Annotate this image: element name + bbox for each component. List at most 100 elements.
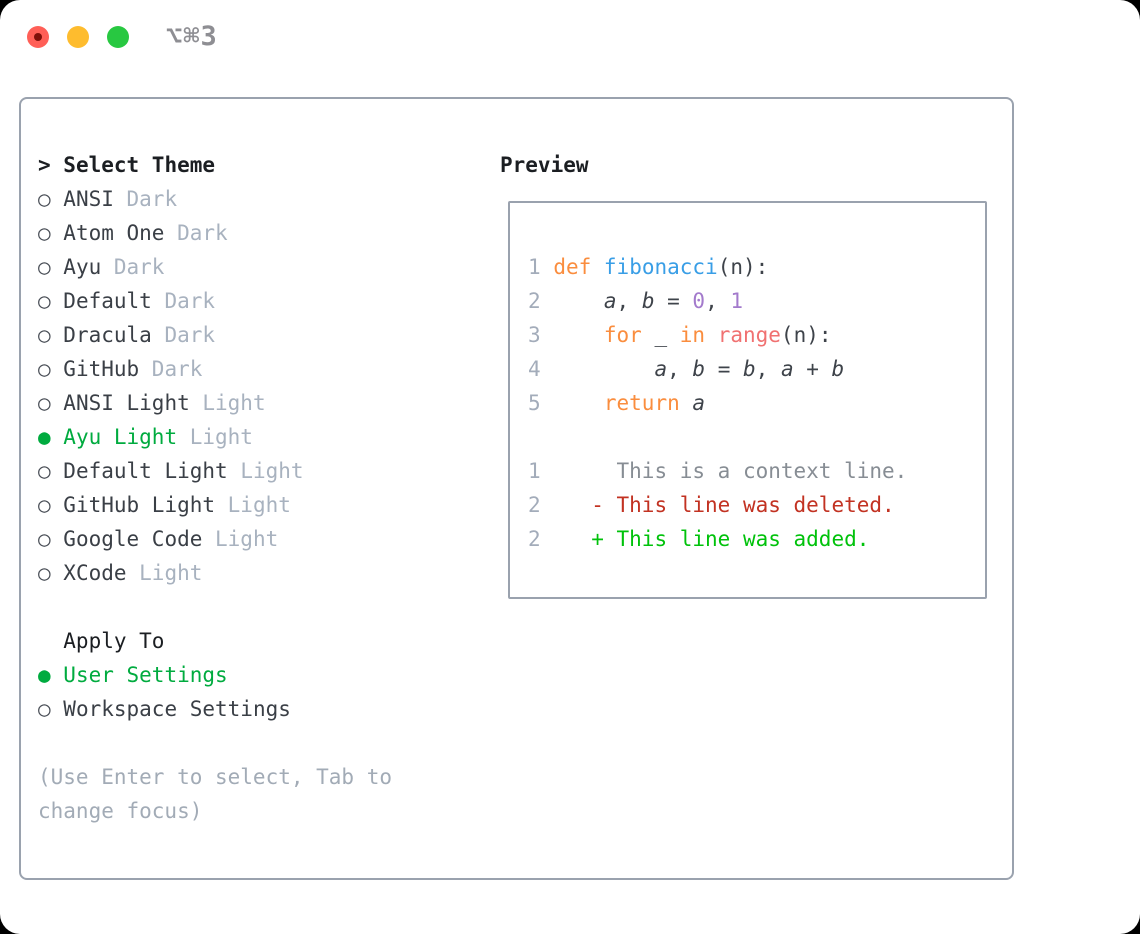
theme-option-ansi[interactable]: ○ ANSI Dark — [38, 182, 392, 216]
code-token: , — [667, 357, 693, 381]
code-token: range — [717, 323, 781, 347]
radio-icon: ○ — [38, 357, 64, 381]
radio-icon: ○ — [38, 391, 64, 415]
prompt-icon: > — [38, 153, 64, 177]
code-token: 4 — [528, 357, 541, 381]
radio-icon: ○ — [38, 255, 64, 279]
theme-name: Default — [63, 289, 152, 313]
apply-option-label: User Settings — [63, 663, 228, 687]
theme-option-ayu[interactable]: ○ Ayu Dark — [38, 250, 392, 284]
theme-variant: Dark — [101, 255, 165, 279]
theme-variant: Dark — [151, 323, 216, 347]
code-token: = — [705, 357, 743, 381]
theme-option-github-light[interactable]: ○ GitHub Light Light — [38, 488, 392, 522]
code-token — [705, 323, 718, 347]
radio-selected-icon: ● — [38, 425, 64, 449]
theme-name: Default Light — [63, 459, 228, 483]
code-token: + — [793, 357, 832, 381]
radio-selected-icon: ● — [38, 663, 64, 687]
code-token: a — [780, 357, 794, 381]
code-token: + This line was added. — [591, 527, 870, 551]
theme-variant: Light — [215, 493, 291, 517]
code-token: b — [692, 357, 706, 381]
code-token: (n): — [780, 323, 832, 347]
theme-name: Ayu — [63, 255, 102, 279]
code-token: a — [692, 391, 706, 415]
code-token — [591, 255, 604, 279]
theme-name: XCode — [63, 561, 127, 585]
theme-name: Dracula — [63, 323, 152, 347]
code-token: def — [553, 255, 592, 279]
apply-option-workspace-settings[interactable]: ○ Workspace Settings — [38, 692, 392, 726]
code-token: 1 — [528, 255, 541, 279]
theme-variant: Dark — [113, 187, 178, 211]
radio-icon: ○ — [38, 527, 64, 551]
code-line — [528, 420, 907, 454]
close-button-icon[interactable] — [27, 26, 49, 48]
select-theme-header: > Select Theme — [38, 148, 392, 182]
theme-option-ayu-light[interactable]: ● Ayu Light Light — [38, 420, 392, 454]
code-token: 5 — [528, 391, 541, 415]
theme-variant: Light — [202, 527, 279, 551]
code-token: This is a context line. — [616, 459, 908, 483]
theme-variant: Light — [227, 459, 304, 483]
code-token — [541, 391, 604, 415]
code-token: 2 — [528, 493, 541, 517]
code-token: b — [743, 357, 756, 381]
code-token: for — [603, 323, 642, 347]
theme-option-github[interactable]: ○ GitHub Dark — [38, 352, 392, 386]
theme-variant: Dark — [164, 221, 228, 245]
code-token: 2 — [528, 527, 541, 551]
select-theme-title: Select Theme — [63, 153, 216, 177]
radio-icon: ○ — [38, 221, 64, 245]
theme-option-dracula[interactable]: ○ Dracula Dark — [38, 318, 392, 352]
radio-icon: ○ — [38, 289, 64, 313]
theme-name: GitHub Light — [63, 493, 216, 517]
theme-name: ANSI — [63, 187, 114, 211]
preview-title: Preview — [500, 153, 589, 177]
code-line: 2 - This line was deleted. — [528, 488, 907, 522]
code-token — [541, 493, 592, 517]
spacer — [38, 590, 392, 624]
code-line: 2 a, b = 0, 1 — [528, 284, 907, 318]
apply-to-options: ● User Settings○ Workspace Settings — [38, 658, 392, 726]
theme-option-default[interactable]: ○ Default Dark — [38, 284, 392, 318]
radio-icon: ○ — [38, 561, 64, 585]
hint-text-line2: change focus) — [38, 799, 203, 823]
theme-variant: Light — [126, 561, 203, 585]
code-token: , — [705, 289, 731, 313]
code-token: a — [654, 357, 668, 381]
code-token — [541, 289, 604, 313]
code-token: 0 — [692, 289, 706, 313]
code-token — [680, 391, 693, 415]
code-token: 3 — [528, 323, 541, 347]
apply-option-label: Workspace Settings — [63, 697, 291, 721]
theme-option-ansi-light[interactable]: ○ ANSI Light Light — [38, 386, 392, 420]
radio-icon: ○ — [38, 493, 64, 517]
code-line: 1 def fibonacci(n): — [528, 250, 907, 284]
close-dot-icon — [34, 33, 42, 41]
code-token — [541, 255, 554, 279]
theme-name: ANSI Light — [63, 391, 190, 415]
theme-name: GitHub — [63, 357, 140, 381]
code-token: , — [755, 357, 781, 381]
theme-option-atom-one[interactable]: ○ Atom One Dark — [38, 216, 392, 250]
theme-option-google-code[interactable]: ○ Google Code Light — [38, 522, 392, 556]
zoom-button-icon[interactable] — [107, 26, 129, 48]
window-title: ⌥⌘3 — [166, 21, 218, 52]
apply-to-title: Apply To — [38, 629, 165, 653]
theme-option-xcode[interactable]: ○ XCode Light — [38, 556, 392, 590]
theme-option-default-light[interactable]: ○ Default Light Light — [38, 454, 392, 488]
radio-icon: ○ — [38, 187, 64, 211]
code-token: return — [603, 391, 680, 415]
code-line: 5 return a — [528, 386, 907, 420]
theme-variant: Dark — [139, 357, 203, 381]
code-line: 4 a, b = b, a + b — [528, 352, 907, 386]
minimize-button-icon[interactable] — [67, 26, 89, 48]
apply-option-user-settings[interactable]: ● User Settings — [38, 658, 392, 692]
theme-variant: Light — [189, 391, 266, 415]
code-token: b — [641, 289, 655, 313]
preview-box — [508, 201, 987, 599]
